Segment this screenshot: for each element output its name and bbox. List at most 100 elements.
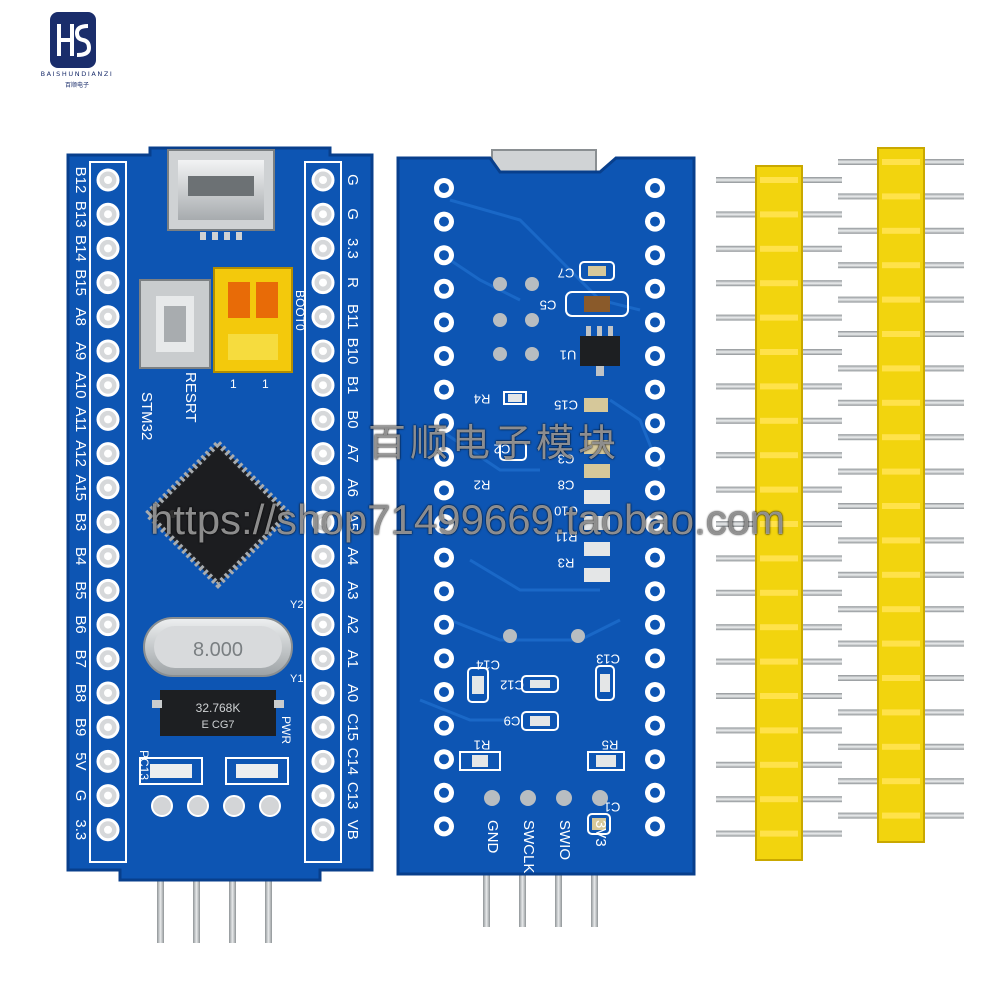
back-right-header bbox=[645, 178, 665, 837]
mcu-chip bbox=[143, 439, 293, 589]
header-pin-segment bbox=[760, 658, 798, 665]
header-hole-center bbox=[319, 620, 327, 629]
header-hole-center bbox=[104, 620, 112, 629]
header-pin-segment bbox=[760, 280, 798, 287]
pin-label: A5 bbox=[344, 513, 361, 531]
header-pin-segment bbox=[882, 640, 920, 647]
pin-label: C14 bbox=[344, 748, 361, 776]
pin-label: A2 bbox=[344, 615, 361, 633]
header-hole-center bbox=[439, 418, 449, 429]
header-hole-center bbox=[439, 519, 449, 529]
jumper-number: 1 bbox=[230, 377, 237, 391]
pin-label: G bbox=[344, 174, 361, 186]
pin-label: 3.3 bbox=[72, 819, 89, 840]
header-body bbox=[877, 147, 925, 843]
header-strip bbox=[838, 147, 964, 843]
pin-label: 5V bbox=[72, 752, 89, 770]
header-hole-center bbox=[319, 176, 327, 184]
header-hole-center bbox=[104, 791, 112, 800]
led-label-pc13: PC13 bbox=[137, 750, 151, 780]
header-hole-center bbox=[439, 250, 449, 261]
crystal-ref: Y1 bbox=[290, 673, 303, 685]
header-pin-segment bbox=[882, 331, 920, 337]
component-label: C7 bbox=[558, 266, 575, 281]
header-pin-segment bbox=[760, 589, 798, 596]
header-hole-center bbox=[319, 210, 327, 219]
header-pin-segment bbox=[760, 693, 798, 699]
header-pin-segment bbox=[882, 468, 920, 475]
header-hole-center bbox=[104, 312, 112, 321]
pin-label: B8 bbox=[72, 684, 89, 702]
component-label: R4 bbox=[474, 392, 491, 407]
pin-label: A7 bbox=[344, 444, 361, 462]
header-hole-center bbox=[439, 754, 449, 765]
header-pin-segment bbox=[760, 177, 798, 183]
main-crystal bbox=[143, 617, 293, 677]
header-hole-center bbox=[319, 312, 327, 321]
pin-label: B13 bbox=[72, 201, 89, 228]
header-hole-center bbox=[650, 687, 660, 697]
pin-label: B3 bbox=[72, 513, 89, 531]
header-hole-center bbox=[650, 250, 660, 261]
header-pin-segment bbox=[882, 709, 920, 716]
header-pin-segment bbox=[882, 571, 920, 578]
pin-label: B5 bbox=[72, 581, 89, 599]
header-hole-center bbox=[104, 449, 112, 458]
header-hole-center bbox=[439, 283, 449, 294]
header-hole-center bbox=[319, 278, 327, 287]
pin-label: B0 bbox=[344, 410, 361, 428]
debug-pin-label: SWCLK bbox=[520, 820, 537, 873]
header-hole-center bbox=[104, 210, 112, 219]
header-hole-center bbox=[319, 483, 327, 492]
watermark-url: https://shop71499669.taobao.com bbox=[150, 496, 786, 543]
usb-port bbox=[167, 149, 275, 240]
smd-components bbox=[459, 261, 629, 835]
header-hole-center bbox=[439, 687, 449, 697]
header-hole-center bbox=[650, 451, 660, 462]
header-hole-center bbox=[650, 418, 660, 429]
brand-mark bbox=[50, 12, 96, 68]
header-pin-segment bbox=[760, 727, 798, 734]
header-pin-segment bbox=[882, 227, 920, 234]
header-hole-center bbox=[650, 317, 660, 328]
component-label: U1 bbox=[560, 348, 577, 363]
header-hole-center bbox=[319, 654, 327, 663]
pin-label: G bbox=[344, 208, 361, 220]
header-hole-center bbox=[439, 485, 449, 496]
header-hole-center bbox=[319, 347, 327, 355]
header-hole-center bbox=[439, 552, 449, 563]
header-pin-segment bbox=[760, 761, 798, 768]
pin-label: R bbox=[344, 277, 361, 288]
jumper-number: 1 bbox=[262, 377, 269, 391]
front-right-pin-labels: GG3.3RB11B10B1B0A7A6A5A4A3A2A1A0C15C14C1… bbox=[344, 174, 361, 840]
pin-label: 3.3 bbox=[344, 238, 361, 259]
header-pin-segment bbox=[882, 537, 920, 544]
header-hole-center bbox=[319, 552, 327, 561]
header-hole-center bbox=[650, 552, 660, 563]
header-hole-center bbox=[439, 216, 449, 227]
header-pin-segment bbox=[882, 365, 920, 372]
vias bbox=[493, 277, 585, 643]
back-debug-header bbox=[483, 865, 598, 927]
header-pin-segment bbox=[882, 503, 920, 509]
pin-label: B11 bbox=[344, 304, 361, 330]
header-hole-center bbox=[650, 519, 660, 529]
reset-label: RESRT bbox=[182, 372, 199, 423]
pin-label: A11 bbox=[72, 407, 89, 433]
header-pin-segment bbox=[882, 296, 920, 303]
header-hole-center bbox=[650, 351, 660, 361]
component-label: C15 bbox=[554, 398, 578, 413]
rtc-crystal-code: E CG7 bbox=[201, 719, 234, 731]
pin-label: B10 bbox=[344, 338, 361, 365]
header-pin-segment bbox=[760, 349, 798, 355]
header-pin-segment bbox=[760, 521, 798, 527]
pin-label: B7 bbox=[72, 650, 89, 668]
header-hole-center bbox=[650, 821, 660, 832]
header-hole-center bbox=[439, 384, 449, 395]
header-pin-segment bbox=[882, 743, 920, 750]
pin-label: C13 bbox=[344, 782, 361, 810]
boot0-label: BOOT0 bbox=[293, 290, 307, 331]
header-pin-segment bbox=[760, 417, 798, 424]
